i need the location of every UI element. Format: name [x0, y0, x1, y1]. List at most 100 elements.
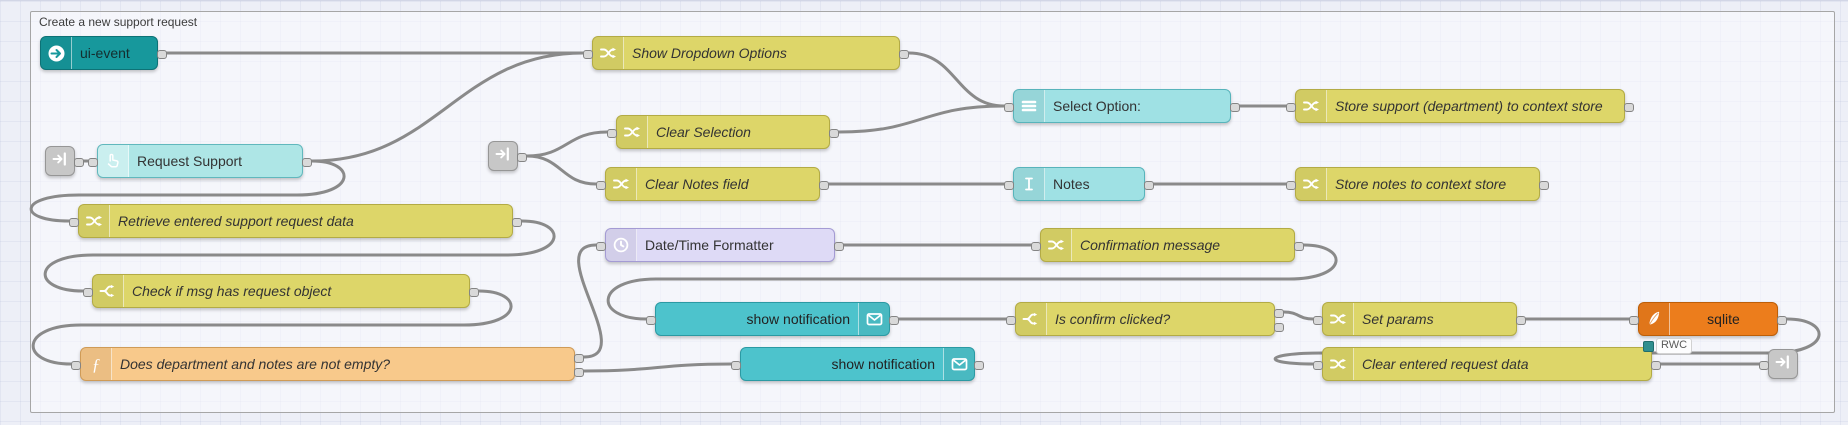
- input-port[interactable]: [583, 49, 593, 59]
- input-port[interactable]: [1004, 180, 1014, 190]
- node-storesupport[interactable]: Store support (department) to context st…: [1286, 89, 1634, 123]
- input-port[interactable]: [731, 360, 741, 370]
- node-check[interactable]: Check if msg has request object: [83, 274, 479, 308]
- input-port[interactable]: [69, 217, 79, 227]
- node-label: sqlite: [1707, 311, 1740, 327]
- input-port[interactable]: [1313, 360, 1323, 370]
- input-port[interactable]: [596, 180, 606, 190]
- input-port[interactable]: [83, 287, 93, 297]
- output-port[interactable]: [512, 217, 522, 227]
- input-port[interactable]: [71, 360, 81, 370]
- wire-showdrop-to-select[interactable]: [907, 51, 1006, 108]
- sqlite-mode-badge: RWC: [1643, 338, 1693, 354]
- output-port[interactable]: [1516, 315, 1526, 325]
- shuffle-icon: [1323, 348, 1354, 380]
- sqlite-db-icon: [1643, 340, 1654, 352]
- node-isconfirm[interactable]: Is confirm clicked?: [1006, 302, 1284, 336]
- output-port[interactable]: [1651, 360, 1661, 370]
- node-clearnotes[interactable]: Clear Notes field: [596, 167, 829, 201]
- node-showdrop[interactable]: Show Dropdown Options: [583, 36, 909, 70]
- node-notif1[interactable]: show notification: [646, 302, 899, 336]
- input-port[interactable]: [1004, 102, 1014, 112]
- input-port[interactable]: [1313, 315, 1323, 325]
- envelope-icon: [858, 303, 889, 335]
- input-port[interactable]: [1629, 315, 1639, 325]
- output-port[interactable]: [889, 315, 899, 325]
- output-port[interactable]: [1539, 180, 1549, 190]
- wire-check-to-doesdept[interactable]: [31, 289, 513, 366]
- output-port[interactable]: [469, 287, 479, 297]
- node-clearsel[interactable]: Clear Selection: [607, 115, 839, 149]
- node-label: Store notes to context store: [1335, 176, 1507, 192]
- output-port[interactable]: [834, 241, 844, 251]
- wire-linkin2-to-clearsel[interactable]: [525, 130, 609, 158]
- node-clearentered[interactable]: Clear entered request data: [1313, 347, 1661, 381]
- input-port[interactable]: [646, 315, 656, 325]
- node-label: Notes: [1053, 176, 1090, 192]
- input-port[interactable]: [1759, 360, 1769, 370]
- wire-doesdept-to-datetime[interactable]: [577, 243, 603, 359]
- wire-clearsel-to-select[interactable]: [837, 104, 1006, 134]
- output-port[interactable]: [899, 49, 909, 59]
- wire-linkin2-to-clearnotes[interactable]: [525, 154, 598, 186]
- fx-icon: ƒ: [81, 348, 112, 380]
- split-icon: [93, 275, 124, 307]
- output-port[interactable]: [819, 180, 829, 190]
- node-uievent[interactable]: ui-event: [40, 36, 167, 70]
- node-setparams[interactable]: Set params: [1313, 302, 1526, 336]
- node-confirm[interactable]: Confirmation message: [1031, 228, 1304, 262]
- output-port[interactable]: [1144, 180, 1154, 190]
- node-notif2[interactable]: show notification: [731, 347, 984, 381]
- output-port[interactable]: [157, 49, 167, 59]
- output-port[interactable]: [74, 157, 84, 167]
- output-port[interactable]: [574, 367, 584, 377]
- node-label: Retrieve entered support request data: [118, 213, 354, 229]
- node-label: Set params: [1362, 311, 1434, 327]
- input-port[interactable]: [1286, 102, 1296, 112]
- output-port[interactable]: [302, 157, 312, 167]
- output-port[interactable]: [517, 152, 527, 162]
- wire-request-to-showdrop[interactable]: [310, 51, 585, 163]
- sqlite-mode-label: RWC: [1656, 338, 1693, 354]
- wire-confirm-to-notif1[interactable]: [606, 243, 1338, 321]
- input-port[interactable]: [1286, 180, 1296, 190]
- node-retrieve[interactable]: Retrieve entered support request data: [69, 204, 522, 238]
- wire-isconfirm-to-setparams[interactable]: [1282, 310, 1315, 321]
- input-port[interactable]: [596, 241, 606, 251]
- output-port[interactable]: [1274, 308, 1284, 318]
- output-port[interactable]: [974, 360, 984, 370]
- output-port[interactable]: [1294, 241, 1304, 251]
- node-notes[interactable]: Notes: [1004, 167, 1154, 201]
- input-port[interactable]: [88, 157, 98, 167]
- node-request[interactable]: Request Support: [88, 144, 312, 178]
- output-port[interactable]: [1274, 322, 1284, 332]
- node-linkout[interactable]: [1759, 349, 1798, 379]
- output-port[interactable]: [1777, 315, 1787, 325]
- ibeam-icon: [1014, 168, 1045, 200]
- output-port[interactable]: [1624, 102, 1634, 112]
- link-icon: [1774, 353, 1793, 376]
- node-select[interactable]: Select Option:: [1004, 89, 1240, 123]
- output-port[interactable]: [829, 128, 839, 138]
- node-linkin2[interactable]: [488, 141, 527, 171]
- wire-doesdept-to-notif2[interactable]: [582, 362, 733, 373]
- node-label: Select Option:: [1053, 98, 1141, 114]
- node-label: Clear Notes field: [645, 176, 749, 192]
- node-storenotes[interactable]: Store notes to context store: [1286, 167, 1549, 201]
- menu-icon: [1014, 90, 1045, 122]
- input-port[interactable]: [1031, 241, 1041, 251]
- output-port[interactable]: [574, 353, 584, 363]
- shuffle-icon: [606, 168, 637, 200]
- wire-retrieve-to-check[interactable]: [43, 219, 556, 293]
- input-port[interactable]: [1006, 315, 1016, 325]
- envelope-icon: [943, 348, 974, 380]
- wire-request-to-retrieve[interactable]: [29, 159, 346, 223]
- output-port[interactable]: [1230, 102, 1240, 112]
- node-label: Is confirm clicked?: [1055, 311, 1171, 327]
- node-datetime[interactable]: Date/Time Formatter: [596, 228, 844, 262]
- node-sqlite[interactable]: sqlite: [1629, 302, 1787, 336]
- node-linkin1[interactable]: [45, 146, 84, 176]
- input-port[interactable]: [607, 128, 617, 138]
